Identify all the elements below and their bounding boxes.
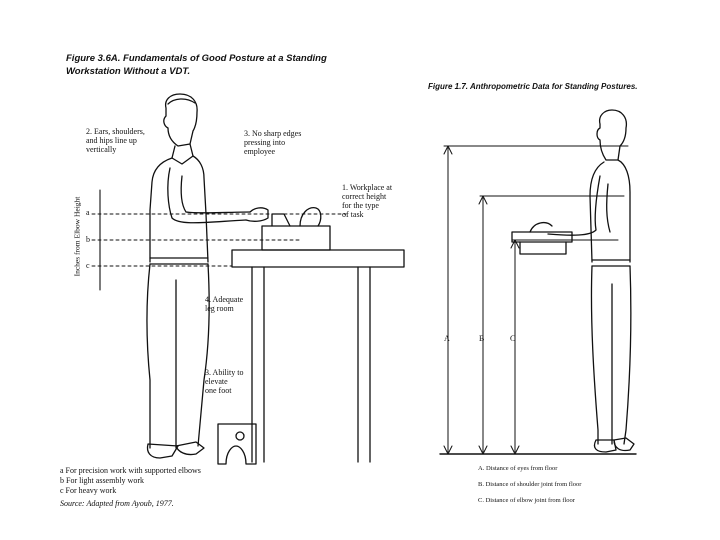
dimension-letter-c: C bbox=[510, 334, 516, 343]
height-mark-a: a bbox=[86, 208, 90, 217]
height-mark-c: c bbox=[86, 261, 90, 270]
footnote-light-assembly: b For light assembly work bbox=[60, 476, 144, 485]
height-mark-b: b bbox=[86, 235, 90, 244]
workbench-left bbox=[217, 207, 405, 465]
callout-no-sharp-edges: 3. No sharp edges pressing into employee bbox=[244, 129, 302, 156]
source-citation: Source: Adapted from Ayoub, 1977. bbox=[60, 499, 174, 508]
legend-distance-eyes: A. Distance of eyes from floor bbox=[478, 465, 558, 472]
height-lines-left bbox=[91, 213, 347, 267]
legend-distance-shoulder: B. Distance of shoulder joint from floor bbox=[478, 481, 582, 488]
legend-distance-elbow: C. Distance of elbow joint from floor bbox=[478, 497, 575, 504]
right-figure-title: Figure 1.7. Anthropometric Data for Stan… bbox=[428, 82, 638, 91]
callout-elevate-foot: 3. Ability to elevate one foot bbox=[205, 368, 244, 395]
height-axis-label: Inches from Elbow Height bbox=[72, 196, 82, 277]
left-figure-title-line2: Workstation Without a VDT. bbox=[66, 66, 191, 77]
standing-worker-left bbox=[146, 93, 269, 459]
dimension-letter-a: A bbox=[444, 334, 450, 343]
standing-person-right bbox=[511, 109, 635, 453]
left-figure-title-line1: Figure 3.6A. Fundamentals of Good Postur… bbox=[66, 53, 327, 64]
dimension-lines-right bbox=[439, 145, 637, 455]
footnote-heavy-work: c For heavy work bbox=[60, 486, 117, 495]
callout-workplace-height: 1. Workplace at correct height for the t… bbox=[342, 183, 393, 219]
callout-ears-shoulders-hips: 2. Ears, shoulders, and hips line up ver… bbox=[86, 127, 145, 154]
dimension-letter-b: B bbox=[479, 334, 485, 343]
callout-leg-room: 4. Adequate leg room bbox=[205, 295, 244, 313]
footnote-precision-work: a For precision work with supported elbo… bbox=[60, 466, 201, 475]
